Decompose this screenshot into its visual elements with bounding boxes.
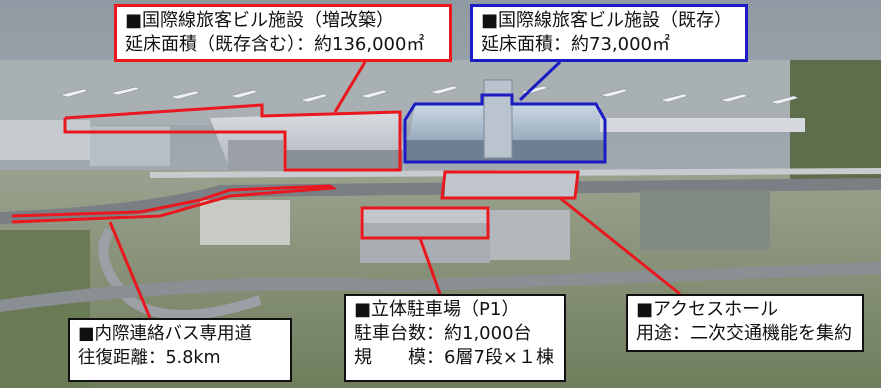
callout-access-title: ■アクセスホール — [636, 299, 779, 320]
callout-expansion-detail: 延床面積（既存含む）：約136,000㎡ — [125, 34, 425, 55]
tree-band-right — [790, 60, 881, 180]
existing-outline — [403, 93, 607, 164]
bus-road-outline — [11, 184, 338, 224]
expansion-outline — [63, 103, 402, 172]
callout-existing: ■国際線旅客ビル施設（既存） 延床面積：約73,000㎡ — [470, 4, 748, 62]
leader-access — [559, 196, 681, 296]
callout-expansion-title: ■国際線旅客ビル施設（増改築） — [125, 10, 395, 31]
control-tower — [483, 79, 513, 159]
callout-bus-distance: 往復距離：5.8km — [78, 348, 221, 368]
loop-ramp — [98, 227, 262, 320]
callout-expansion: ■国際線旅客ビル施設（増改築） 延床面積（既存含む）：約136,000㎡ — [114, 4, 452, 62]
left-hangar — [0, 120, 90, 160]
hotel-block — [228, 140, 283, 170]
aircraft-row — [59, 85, 799, 105]
callout-parking-title: ■立体駐車場（P1） — [354, 299, 520, 320]
callout-access-hall: ■アクセスホール 用途：二次交通機能を集約 — [626, 294, 864, 352]
callout-parking-capacity: 駐車台数：約1,000台 — [354, 323, 532, 344]
callout-access-purpose: 用途：二次交通機能を集約 — [636, 323, 852, 344]
callout-parking-scale: 規 模：6層7段×１棟 — [354, 347, 554, 368]
access-hall — [445, 172, 577, 198]
office-building — [490, 210, 570, 260]
lower-road — [0, 262, 881, 312]
callout-existing-title: ■国際線旅客ビル施設（既存） — [481, 10, 733, 31]
leader-expansion — [333, 61, 367, 113]
callout-bus-title: ■内際連絡バス専用道 — [78, 324, 253, 344]
elevated-road — [0, 178, 881, 224]
access-hall-outline — [440, 170, 580, 200]
left-mid-building — [200, 200, 290, 245]
parking-garage-roof — [360, 208, 490, 223]
leader-parking — [418, 237, 442, 295]
callout-parking: ■立体駐車場（P1） 駐車台数：約1,000台 規 模：6層7段×１棟 — [344, 294, 566, 382]
existing-pier — [600, 118, 805, 132]
callout-bus-road: ■内際連絡バス専用道 往復距離：5.8km — [68, 318, 292, 382]
leader-existing — [518, 60, 562, 102]
expansion-terminal-facade — [285, 150, 403, 170]
leader-bus — [108, 221, 152, 319]
parking-outline — [360, 206, 490, 240]
surface-parking-right — [640, 190, 770, 250]
callout-existing-detail: 延床面積：約73,000㎡ — [481, 34, 670, 55]
